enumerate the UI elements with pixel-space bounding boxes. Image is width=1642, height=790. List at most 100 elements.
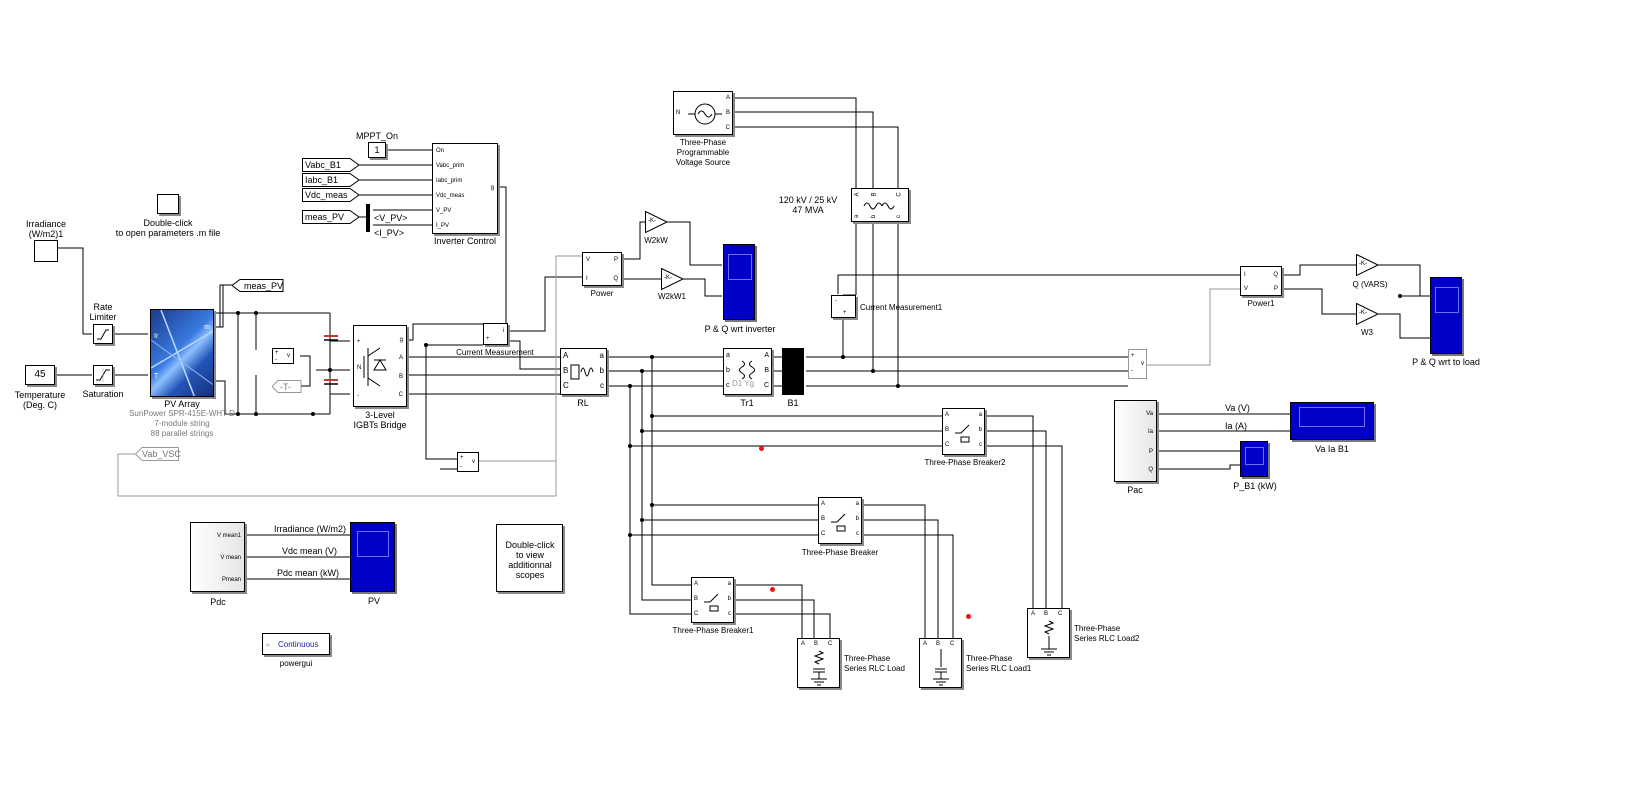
current-measurement-block[interactable]: i + [483, 323, 508, 345]
tr-port-c: C [896, 192, 903, 197]
gain-w2kw[interactable] [645, 211, 669, 233]
additional-scopes-block[interactable]: Double-click to view additionnal scopes [496, 524, 563, 592]
pv-array-block[interactable]: Ir T m [150, 309, 214, 397]
scope-pv-label: PV [367, 596, 381, 606]
load-voltage-measurement[interactable]: + - v [1128, 349, 1147, 379]
programmable-voltage-source[interactable]: N A B C [673, 91, 733, 135]
pac-subsystem[interactable]: Va Ia P Q [1114, 400, 1157, 482]
from-vdc-meas-tag[interactable] [302, 188, 360, 202]
pv-array-desc: SunPower SPR-415E-WHT-D 7-module string … [129, 409, 235, 438]
power-block[interactable]: V I P Q [582, 252, 622, 286]
gain-w2kw1[interactable] [661, 268, 685, 290]
from-iabc-b1-tag[interactable] [302, 173, 360, 187]
igbt-bridge-block[interactable]: + N - g A B C [353, 325, 407, 407]
powergui-title: powergui [279, 659, 313, 668]
scope-pq-inverter[interactable] [723, 244, 755, 320]
igbt-bridge-title: 3-Level IGBTs Bridge [353, 410, 407, 430]
pv-port-ir: Ir [154, 333, 159, 340]
mppt-label: MPPT_On [355, 131, 399, 141]
saturation-block[interactable] [93, 365, 113, 385]
inv-port-iabc: Iabc_prim [436, 178, 463, 184]
load2-title: Three-Phase Series RLC Load2 [1074, 624, 1140, 643]
from-vabc-b1-tag[interactable] [302, 158, 360, 172]
load-title: Three-Phase Series RLC Load [844, 654, 905, 673]
bus-selector[interactable] [366, 204, 370, 232]
power1-block[interactable]: I V Q P [1240, 266, 1282, 296]
vsc-voltage-measurement[interactable]: + - v [457, 452, 479, 472]
from-meas-pv-tag[interactable] [302, 210, 360, 224]
rate-limiter-icon [97, 329, 109, 340]
b1-bus-block[interactable] [782, 348, 804, 395]
pac-port-q: Q [1148, 467, 1153, 473]
breaker-icon [704, 593, 719, 612]
vmeas-minus: - [1131, 368, 1133, 374]
rl-port-b2: b [599, 366, 604, 375]
param-subsystem-block[interactable] [157, 194, 179, 214]
from-vdc-meas-label: Vdc_meas [305, 190, 348, 200]
goto-t-tag[interactable] [272, 380, 302, 393]
inverter-control-block[interactable]: On Vabc_prim Iabc_prim Vdc_meas V_PV I_P… [432, 143, 498, 234]
current-measurement1-title: Current Measurement1 [860, 303, 943, 312]
tr1-block[interactable]: a b c A B C D1 Yg [723, 348, 772, 395]
mppt-constant-block[interactable]: 1 [368, 142, 386, 158]
tr-port-a2: a [854, 214, 861, 219]
pv-voltage-measurement[interactable]: + - v [272, 348, 294, 364]
bridge-port-b: B [398, 374, 403, 380]
goto-meas-pv-tag[interactable] [232, 279, 284, 292]
inverter-control-title: Inverter Control [433, 236, 497, 246]
powergui-block[interactable]: ≈ Continuous [262, 633, 330, 655]
scope-pq-inverter-label: P & Q wrt inverter [704, 324, 776, 334]
scope-p-b1-label: P_B1 (kW) [1233, 481, 1277, 491]
junction-dot [254, 311, 258, 315]
bridge-port-minus: - [357, 393, 359, 399]
rl-block[interactable]: A B C a b c [560, 348, 607, 395]
from-vabc-b1-label: Vabc_B1 [305, 160, 341, 170]
rate-limiter-block[interactable] [93, 324, 113, 344]
breaker-icon [831, 513, 846, 532]
pac-port-va: Va [1146, 411, 1153, 417]
inv-port-vpv: V_PV [436, 208, 452, 214]
scope-pv[interactable] [350, 522, 395, 592]
rlc-load-icon [1041, 620, 1057, 656]
scope-p-b1[interactable] [1240, 441, 1268, 477]
powergui-mode: Continuous [278, 640, 319, 649]
scope-va-ia[interactable] [1290, 402, 1374, 440]
pdc-subsystem[interactable]: V mean1 V mean Pmean [190, 522, 245, 592]
tr1-port-c2: C [763, 382, 769, 389]
gain-w3[interactable] [1356, 303, 1380, 325]
gain-qvars[interactable] [1356, 254, 1380, 276]
gain-w2kw1-label: W2kW1 [658, 292, 686, 301]
source-port-a: A [725, 95, 730, 101]
scope-pq-load[interactable] [1430, 277, 1462, 354]
main-transformer-block[interactable]: A B C a b c [851, 188, 909, 222]
power-port-i: I [586, 276, 588, 282]
pdc-port-vmean1: V mean1 [216, 533, 241, 539]
pv-port-m: m [204, 324, 210, 331]
current-measurement-title: Current Measurement [456, 348, 534, 357]
scope-pq-load-label: P & Q wrt to load [1412, 357, 1480, 367]
gain-w3-label: W3 [1361, 328, 1373, 337]
pdc-port-pmean: Pmean [221, 577, 241, 583]
rlc-load-icon [811, 650, 827, 686]
temperature-constant[interactable]: 45 [25, 365, 55, 385]
pdc-signal-irradiance: Irradiance (W/m2) [274, 524, 347, 534]
vmeas-v: v [287, 353, 290, 359]
junction-dot [628, 533, 632, 537]
rl-port-c: C [563, 381, 569, 390]
gain-glyph: -K- [664, 275, 672, 281]
breaker-icon [955, 424, 970, 443]
tr1-port-c: c [726, 382, 730, 389]
transformer-rating: 120 kV / 25 kV 47 MVA [778, 195, 838, 215]
tr1-port-b: b [726, 367, 730, 374]
goto-vab-vsc-tag[interactable] [135, 447, 179, 461]
pv-array-title: PV Array [164, 399, 200, 409]
current-measurement1-block[interactable]: - + [831, 295, 856, 318]
irradiance-inport[interactable] [34, 240, 58, 262]
